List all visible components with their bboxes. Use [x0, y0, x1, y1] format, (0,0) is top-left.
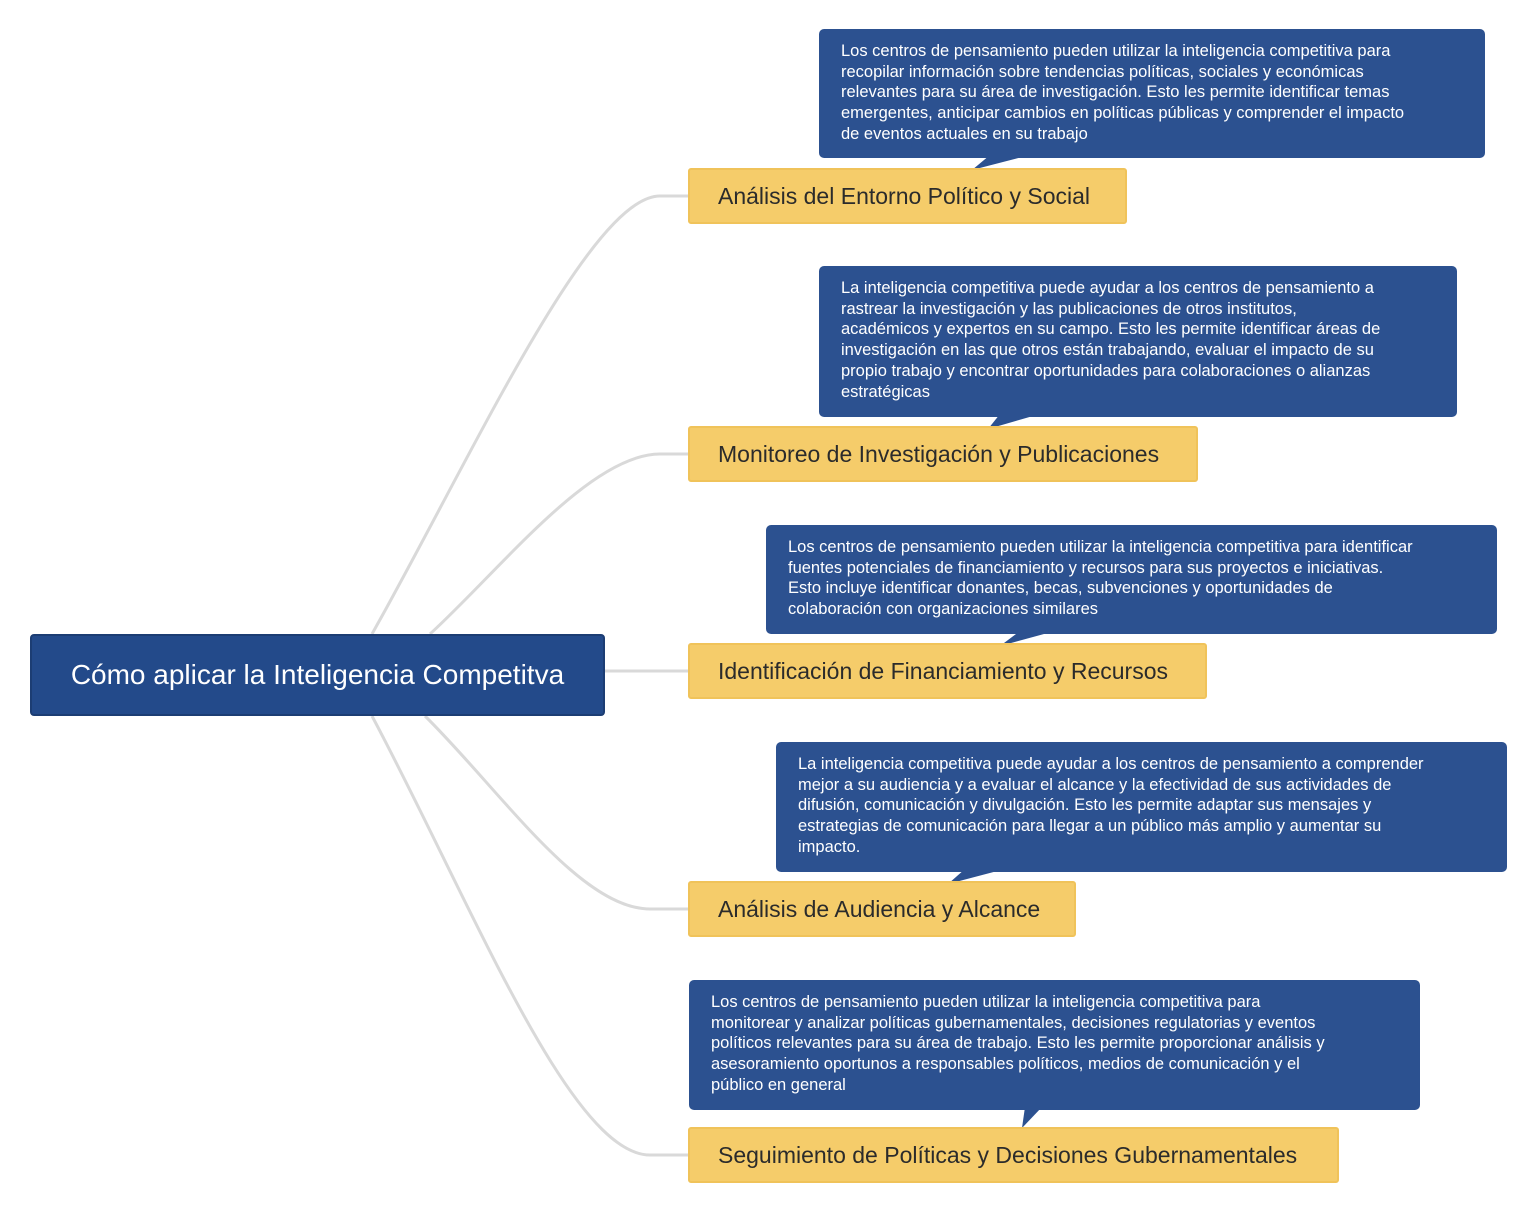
central-topic[interactable]: Cómo aplicar la Inteligencia Competitva — [30, 634, 605, 716]
topic-monitoreo-investigacion[interactable]: Monitoreo de Investigación y Publicacion… — [688, 426, 1198, 482]
note-entorno-politico: Los centros de pensamiento pueden utiliz… — [819, 29, 1485, 158]
note-financiamiento: Los centros de pensamiento pueden utiliz… — [766, 525, 1497, 634]
topic-label: Monitoreo de Investigación y Publicacion… — [718, 440, 1160, 467]
note-line: estrategias de comunicación para llegar … — [798, 817, 1382, 836]
note-line: académicos y expertos en su campo. Esto … — [841, 320, 1381, 339]
connector-1 — [370, 194, 690, 635]
note-line: impacto. — [798, 837, 861, 856]
topic-label: Seguimiento de Políticas y Decisiones Gu… — [718, 1141, 1298, 1168]
note-line: público en general — [711, 1075, 846, 1094]
central-topic-label: Cómo aplicar la Inteligencia Competitva — [70, 659, 565, 690]
connector-5 — [370, 715, 690, 1157]
note-line: emergentes, anticipar cambios en polític… — [841, 104, 1405, 123]
note-politicas-gubernamentales: Los centros de pensamiento pueden utiliz… — [689, 980, 1420, 1110]
callout-tail-1 — [972, 155, 1030, 170]
note-monitoreo-investigacion: La inteligencia competitiva puede ayudar… — [819, 266, 1457, 417]
note-line: mejor a su audiencia y a evaluar el alca… — [798, 775, 1392, 794]
note-line: Los centros de pensamiento pueden utiliz… — [841, 42, 1391, 60]
note-line: rastrear la investigación y las publicac… — [841, 299, 1297, 318]
note-line: relevantes para su área de investigación… — [841, 83, 1390, 102]
note-line: difusión, comunicación y divulgación. Es… — [798, 796, 1372, 815]
note-line: colaboración con organizaciones similare… — [788, 600, 1098, 619]
note-line: La inteligencia competitiva puede ayudar… — [798, 755, 1424, 773]
connector-4 — [423, 714, 690, 911]
note-line: monitorear y analizar políticas gubernam… — [711, 1013, 1316, 1032]
note-line: fuentes potenciales de financiamiento y … — [788, 558, 1384, 577]
note-line: recopilar información sobre tendencias p… — [841, 62, 1364, 81]
note-line: estratégicas — [841, 382, 930, 401]
topic-financiamiento[interactable]: Identificación de Financiamiento y Recur… — [688, 643, 1207, 699]
note-line: Los centros de pensamiento pueden utiliz… — [788, 538, 1413, 556]
note-line: políticos relevantes para su área de tra… — [711, 1034, 1325, 1053]
note-line: asesoramiento oportunos a responsables p… — [711, 1055, 1300, 1074]
callout-tail-3 — [1000, 631, 1055, 646]
note-line: investigación en las que otros están tra… — [841, 341, 1374, 360]
note-line: La inteligencia competitiva puede ayudar… — [841, 279, 1374, 297]
topic-politicas-gubernamentales[interactable]: Seguimiento de Políticas y Decisiones Gu… — [688, 1127, 1339, 1183]
connector-2 — [428, 452, 690, 636]
callout-tail-4 — [948, 869, 1005, 884]
topic-label: Análisis de Audiencia y Alcance — [718, 895, 1041, 922]
topic-entorno-politico[interactable]: Análisis del Entorno Político y Social — [688, 168, 1127, 224]
callout-tail-5 — [1022, 1107, 1042, 1128]
note-audiencia: La inteligencia competitiva puede ayudar… — [776, 742, 1507, 872]
note-line: de eventos actuales en su trabajo — [841, 124, 1088, 143]
note-line: Esto incluye identificar donantes, becas… — [788, 579, 1333, 598]
note-line: Los centros de pensamiento pueden utiliz… — [711, 993, 1261, 1011]
callout-tail-2 — [988, 414, 1040, 429]
topic-audiencia[interactable]: Análisis de Audiencia y Alcance — [688, 881, 1076, 937]
note-line: propio trabajo y encontrar oportunidades… — [841, 361, 1371, 380]
topic-label: Análisis del Entorno Político y Social — [718, 182, 1091, 209]
topic-label: Identificación de Financiamiento y Recur… — [718, 657, 1169, 684]
